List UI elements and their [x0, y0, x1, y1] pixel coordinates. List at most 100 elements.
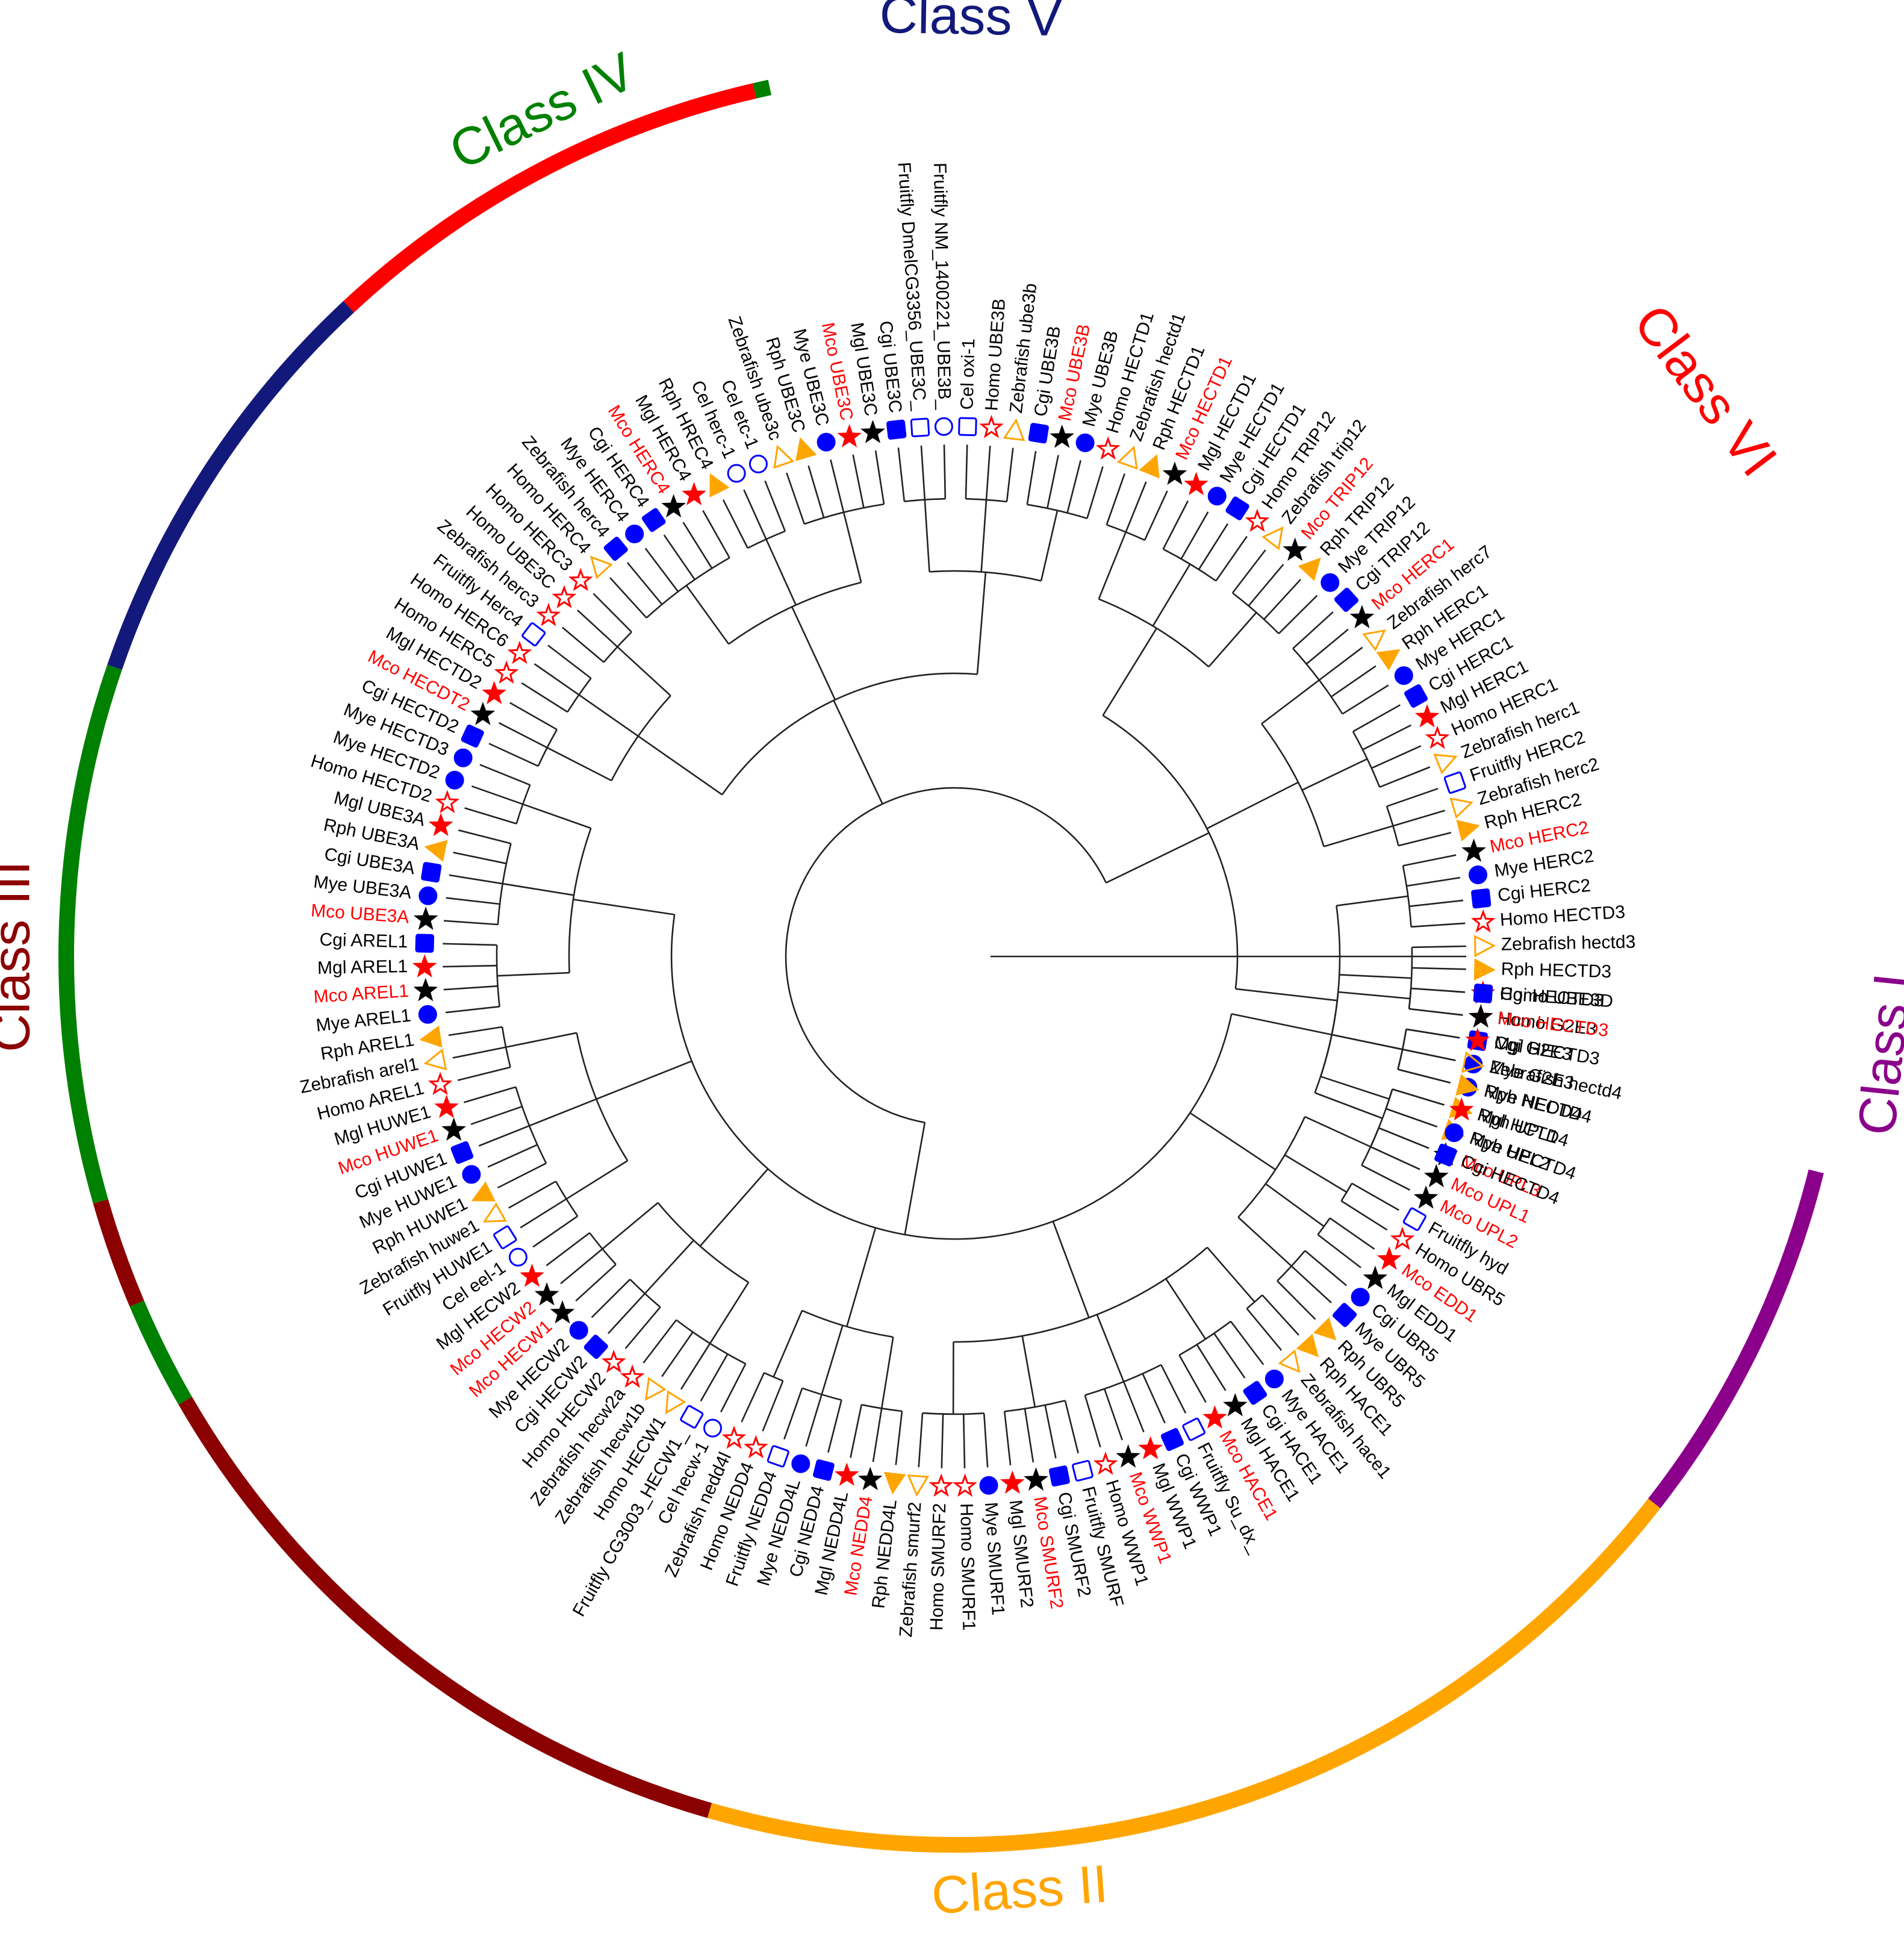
marker-mye [979, 1476, 998, 1495]
marker-mgl [413, 906, 438, 930]
class-label: Class III [0, 861, 40, 1052]
terminal-branch [764, 480, 786, 532]
terminal-branch [1086, 466, 1104, 519]
marker-cgi [461, 725, 484, 748]
terminal-branch [895, 1411, 903, 1465]
terminal-branch [1317, 1234, 1361, 1268]
terminal-branch [1277, 1280, 1316, 1320]
marker-fruitfly [1182, 1417, 1206, 1441]
terminal-branch [1064, 1400, 1079, 1454]
leaf-label: Zebrafish hectd3 [1501, 932, 1635, 954]
marker-cgi [641, 508, 666, 532]
marker-mye [1445, 1123, 1464, 1143]
leaf-label: Cel oxi-1 [957, 338, 979, 410]
internal-branch [1040, 510, 1059, 581]
marker-mye [1321, 573, 1340, 592]
marker-mgl [1461, 838, 1486, 862]
internal-branch [1208, 612, 1257, 667]
marker-fruitfly [680, 1405, 704, 1429]
internal-branch [529, 1098, 597, 1127]
terminal-branch [1003, 1411, 1012, 1466]
terminal-branch [1370, 1146, 1420, 1170]
internal-branch [578, 694, 639, 737]
marker-zebrafish [665, 1390, 686, 1415]
marker-zebrafish [590, 555, 613, 579]
marker-mgl [534, 1282, 559, 1306]
terminal-branch [918, 1413, 924, 1467]
class-label: Class V [879, 0, 1063, 47]
marker-mye [1207, 487, 1227, 506]
marker-zebrafish [1003, 418, 1025, 441]
marker-mco [1377, 1246, 1402, 1270]
branch-arc [555, 1181, 579, 1217]
marker-homo [1390, 1226, 1415, 1250]
terminal-branch [1371, 745, 1422, 769]
marker-mye [418, 1005, 437, 1024]
terminal-branch [661, 1331, 694, 1377]
internal-branch [1189, 1112, 1276, 1170]
internal-branch [1284, 1154, 1348, 1193]
marker-cgi [1473, 984, 1493, 1003]
marker-homo [929, 1473, 954, 1497]
branch-arc [537, 729, 558, 767]
marker-mgl [1413, 1185, 1439, 1209]
terminal-branch [722, 499, 748, 549]
terminal-branch [534, 663, 580, 696]
marker-cgi [1048, 1465, 1070, 1487]
terminal-branch [478, 1124, 530, 1147]
leaf-label: Homo SMURF1 [956, 1503, 978, 1630]
branch-arc [1102, 714, 1239, 989]
internal-branch [904, 1122, 926, 1235]
marker-rph [1313, 1317, 1337, 1341]
marker-cgi [603, 537, 628, 561]
terminal-branch [786, 472, 806, 525]
terminal-branch [1178, 1355, 1207, 1403]
internal-branch [1102, 628, 1157, 716]
marker-homo [435, 790, 460, 814]
terminal-branch [1351, 1182, 1399, 1211]
marker-homo [620, 1364, 645, 1388]
internal-branch [924, 499, 930, 572]
terminal-branch [444, 920, 498, 926]
leaf-label: Zebrafish smurf2 [896, 1502, 926, 1638]
internal-branch [1261, 679, 1320, 725]
branch-arc [657, 1202, 749, 1284]
marker-mgl [550, 1300, 575, 1324]
marker-mgl [1283, 537, 1307, 561]
marker-rph [1473, 958, 1496, 981]
marker-fruitfly [493, 1225, 517, 1249]
terminal-branch [1230, 1321, 1265, 1365]
leaf-label: Mco AREL1 [313, 981, 409, 1007]
marker-mco [482, 681, 507, 705]
terminal-branch [783, 1388, 803, 1440]
internal-branch [497, 972, 570, 977]
terminal-branch [1142, 1373, 1166, 1424]
class-arc [707, 1499, 1661, 1853]
terminal-branch [577, 610, 618, 647]
marker-homo [1245, 508, 1270, 532]
marker-zebrafish [1262, 526, 1284, 551]
marker-mgl [1162, 461, 1187, 485]
internal-branch [644, 1240, 694, 1294]
marker-rph [709, 473, 730, 498]
leaf-label: Cgi UBE3C [876, 320, 906, 414]
class-label: Class VI [1623, 293, 1789, 487]
terminal-branch [1352, 704, 1401, 732]
terminal-branch [680, 1343, 711, 1390]
class-label: Class II [930, 1853, 1110, 1925]
terminal-branch [872, 1408, 883, 1462]
tree-branches [443, 444, 1466, 1468]
terminal-branch [1248, 564, 1284, 607]
terminal-branch [682, 522, 713, 569]
terminal-branch [1213, 1333, 1246, 1379]
terminal-branch [852, 454, 865, 508]
branch-arc [1386, 806, 1399, 846]
leaf-label: Homo SMURF2 [927, 1503, 950, 1630]
marker-cel [748, 454, 768, 473]
marker-mco [520, 1263, 544, 1287]
marker-cel [703, 1418, 722, 1438]
marker-mye [1351, 1288, 1370, 1307]
internal-branch [565, 1159, 628, 1200]
terminal-branch [1378, 1127, 1430, 1149]
